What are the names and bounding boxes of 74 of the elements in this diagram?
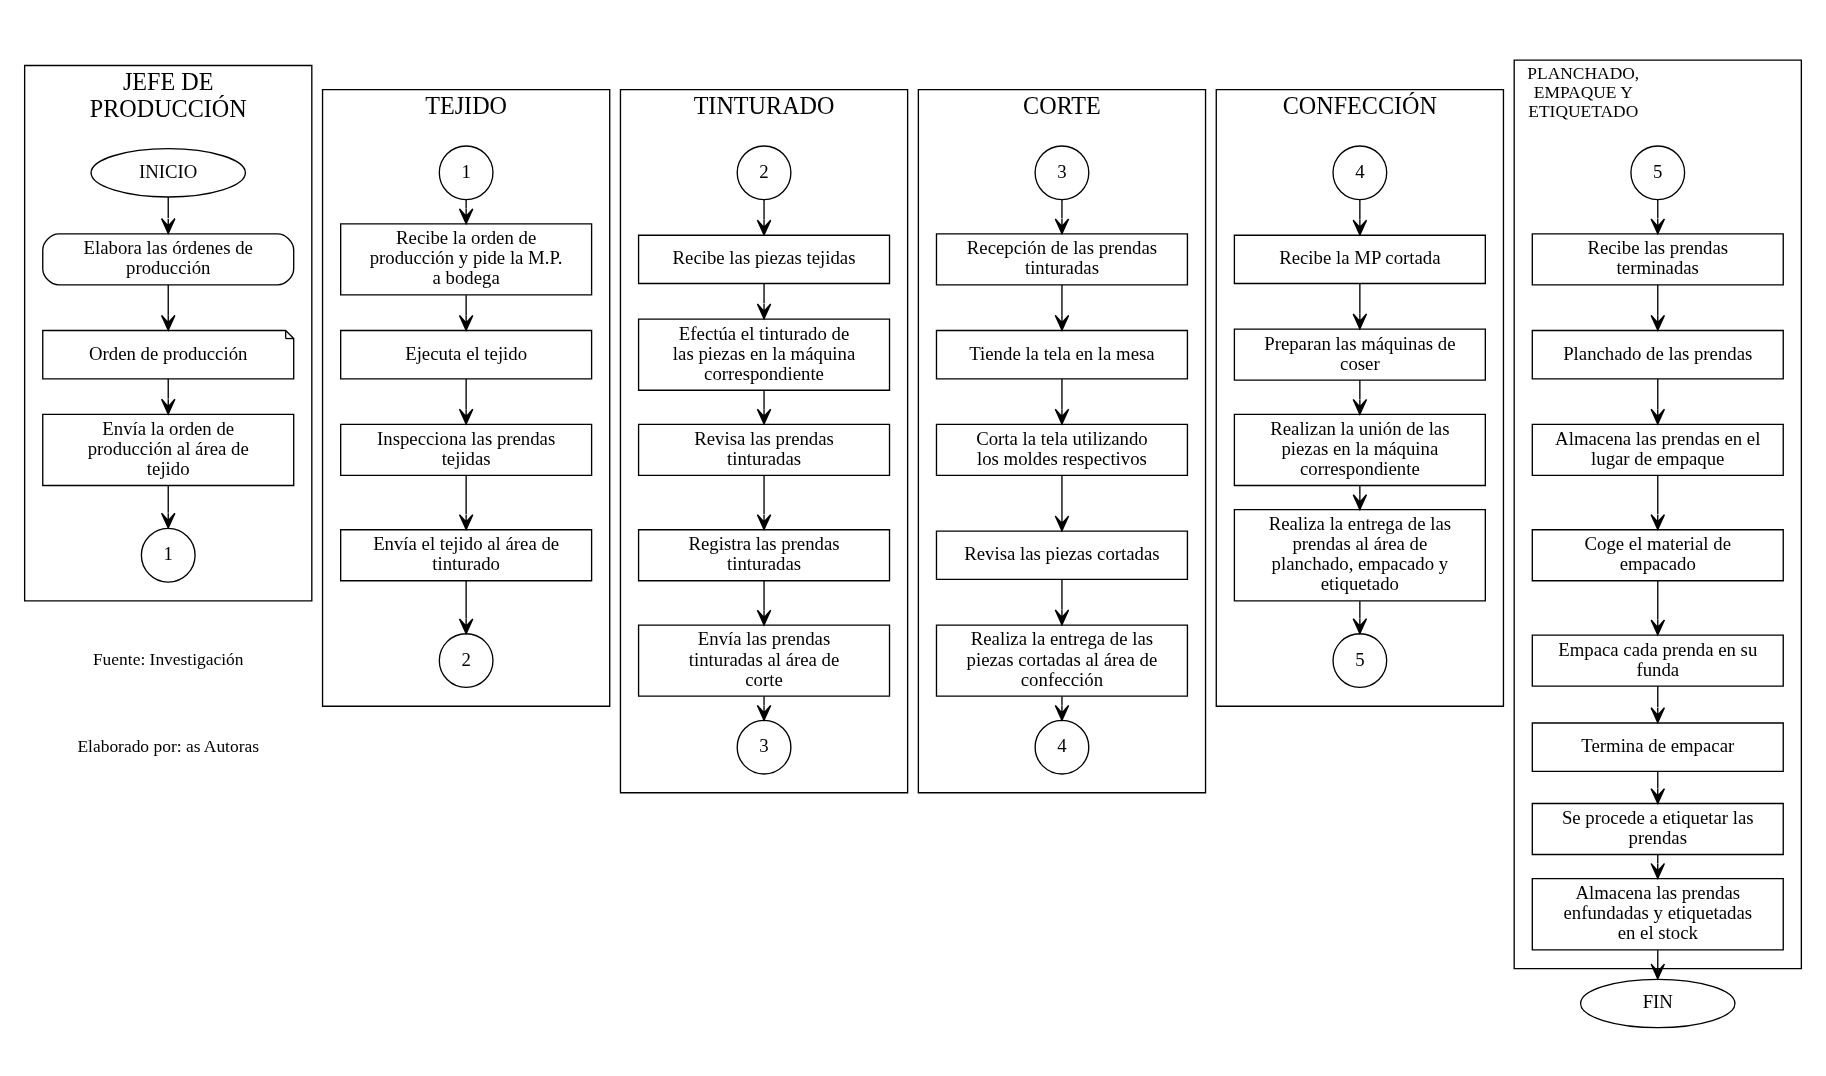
node-box: Recibe la MP cortada bbox=[1233, 234, 1486, 284]
arrow bbox=[756, 282, 772, 319]
node-box: Almacena las prendas enfundadas y etiquetadas en el stock bbox=[1531, 877, 1784, 950]
node-box: Envía el tejido al área de tinturado bbox=[340, 528, 593, 581]
node-box: Efectúa el tinturado de las piezas en la máquina correspondiente bbox=[637, 317, 891, 391]
node-box: Revisa las piezas cortadas bbox=[935, 529, 1189, 580]
arrow bbox=[756, 695, 772, 721]
node-box: Elabora las órdenes de producción bbox=[42, 232, 295, 286]
arrow bbox=[1650, 283, 1666, 331]
node-circle: 1 bbox=[140, 527, 196, 583]
node-circle: 5 bbox=[1630, 144, 1686, 200]
arrow bbox=[1352, 198, 1368, 236]
node-box: Recibe la orden de producción y pide la M.P. a bodega bbox=[340, 222, 593, 296]
arrow bbox=[756, 198, 772, 236]
node-box: Planchado de las prendas bbox=[1531, 329, 1784, 379]
arrow bbox=[756, 389, 772, 425]
arrow bbox=[1650, 198, 1666, 234]
node-box: Recibe las piezas tejidas bbox=[637, 234, 891, 284]
arrow bbox=[458, 474, 474, 530]
label: Fuente: Investigación bbox=[92, 648, 244, 669]
arrow bbox=[458, 377, 474, 425]
node-ellipse: INICIO bbox=[90, 147, 247, 198]
node-circle: 4 bbox=[1034, 719, 1090, 775]
node-circle: 3 bbox=[1034, 144, 1090, 200]
arrow bbox=[1054, 198, 1070, 234]
node-box: Ejecuta el tejido bbox=[340, 329, 593, 379]
arrow bbox=[1352, 379, 1368, 415]
arrow bbox=[160, 195, 176, 234]
node-circle: 3 bbox=[736, 719, 792, 775]
arrow bbox=[1054, 283, 1070, 331]
node-circle: 1 bbox=[438, 144, 494, 200]
arrow bbox=[1054, 578, 1070, 625]
node-box: Preparan las máquinas de coser bbox=[1233, 328, 1486, 381]
node-circle: 5 bbox=[1332, 632, 1388, 688]
node-box: Registra las prendas tinturadas bbox=[637, 528, 891, 581]
arrow bbox=[1054, 695, 1070, 721]
arrow bbox=[1352, 484, 1368, 510]
arrow bbox=[1054, 474, 1070, 531]
node-circle: 2 bbox=[736, 144, 792, 200]
node-box: Envía la orden de producción al área de tejido bbox=[42, 413, 295, 486]
arrow bbox=[160, 283, 176, 331]
node-box: Inspecciona las prendas tejidas bbox=[340, 423, 593, 476]
node-box: Termina de empacar bbox=[1531, 721, 1784, 772]
arrow bbox=[1650, 685, 1666, 723]
node-box: Realiza la entrega de las prendas al área de planchado, empacado y etiquetado bbox=[1233, 508, 1486, 602]
node-box: Corta la tela utilizando los moldes respectivos bbox=[935, 423, 1189, 476]
node-box: Recepción de las prendas tinturadas bbox=[935, 232, 1189, 286]
node-circle: 2 bbox=[438, 632, 494, 688]
arrow bbox=[1352, 282, 1368, 329]
arrow bbox=[1054, 377, 1070, 425]
node-box: Realizan la unión de las piezas en la máquina correspondiente bbox=[1233, 413, 1486, 486]
arrow bbox=[458, 198, 474, 224]
arrow bbox=[160, 484, 176, 529]
label: Elaborado por: as Autoras bbox=[77, 735, 260, 756]
arrow bbox=[1650, 579, 1666, 635]
arrow bbox=[756, 579, 772, 626]
arrow bbox=[756, 474, 772, 530]
arrow bbox=[458, 579, 474, 634]
node-box: Envía las prendas tinturadas al área de corte bbox=[637, 623, 891, 697]
arrow bbox=[1650, 377, 1666, 425]
node-box: Almacena las prendas en el lugar de empaque bbox=[1531, 423, 1784, 476]
arrow bbox=[1650, 474, 1666, 530]
node-box: Recibe las prendas terminadas bbox=[1531, 232, 1784, 286]
node-circle: 4 bbox=[1332, 144, 1388, 200]
arrow bbox=[1352, 600, 1368, 634]
arrow bbox=[458, 294, 474, 331]
node-box: Se procede a etiquetar las prendas bbox=[1531, 802, 1784, 855]
node-box: Tiende la tela en la mesa bbox=[935, 329, 1189, 379]
node-box: Empaca cada prenda en su funda bbox=[1531, 633, 1784, 687]
node-box: Revisa las prendas tinturadas bbox=[637, 423, 891, 476]
node-box: Realiza la entrega de las piezas cortadas al área de confección bbox=[935, 623, 1189, 697]
node-box: Coge el material de empacado bbox=[1531, 528, 1784, 581]
node-ellipse: FIN bbox=[1579, 978, 1736, 1028]
arrow bbox=[160, 377, 176, 415]
